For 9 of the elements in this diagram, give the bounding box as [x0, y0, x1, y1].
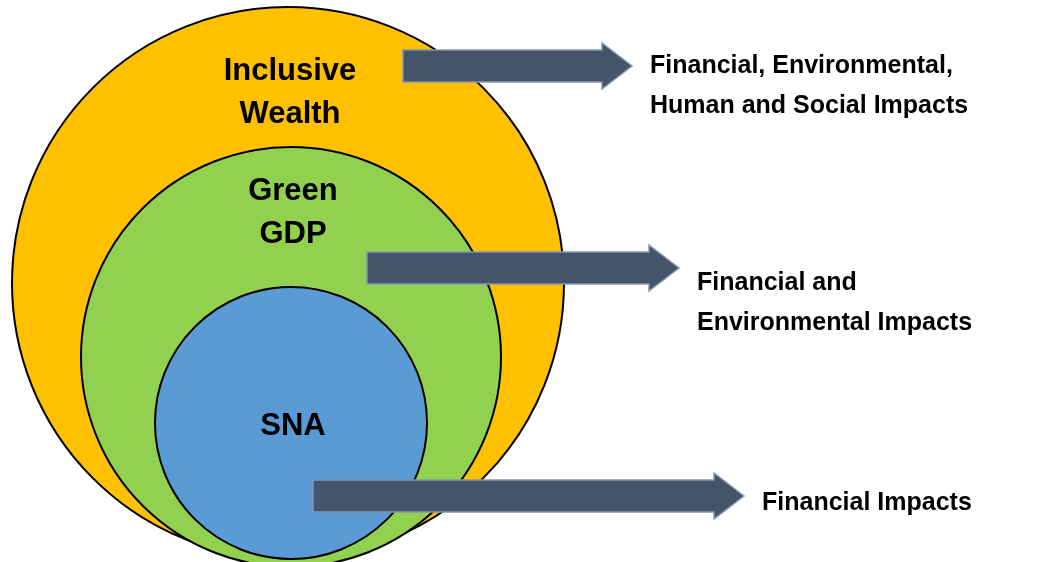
block-arrow — [312, 471, 746, 521]
impact-label: Financial, Environmental, Human and Social Impacts — [650, 49, 970, 120]
circle-label: Inclusive Wealth — [222, 51, 358, 133]
impact-label: Financial Impacts — [762, 486, 973, 517]
block-arrow — [366, 243, 681, 293]
impact-label: Financial and Environmental Impacts — [697, 266, 974, 337]
circle-label: Green GDP — [247, 171, 339, 253]
circle-label: SNA — [260, 406, 326, 444]
block-arrow — [402, 41, 634, 91]
